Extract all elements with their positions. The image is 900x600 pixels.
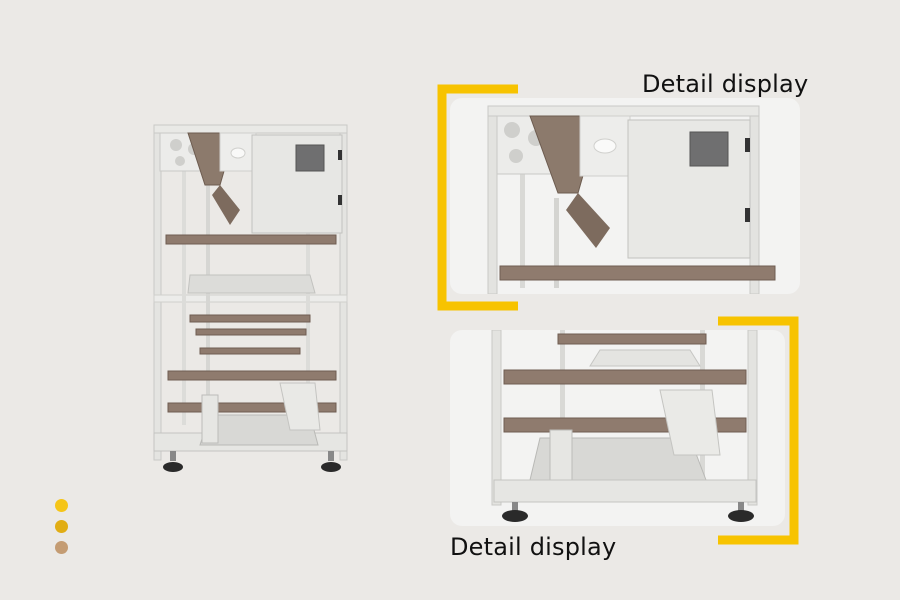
top-detail-photo [487, 105, 776, 294]
bottom-bracket-accent [718, 316, 799, 545]
detail-caption-top: Detail display [642, 70, 809, 98]
cabinet-product-photo [153, 124, 348, 472]
decorative-dot-1 [55, 499, 68, 512]
bottom-detail-photo [491, 330, 758, 522]
detail-card-bottom [450, 330, 785, 526]
decorative-dot-2 [55, 520, 68, 533]
detail-card-top [450, 98, 800, 294]
top-bracket-accent [437, 84, 518, 311]
detail-caption-bottom: Detail display [450, 533, 617, 561]
decorative-dot-3 [55, 541, 68, 554]
